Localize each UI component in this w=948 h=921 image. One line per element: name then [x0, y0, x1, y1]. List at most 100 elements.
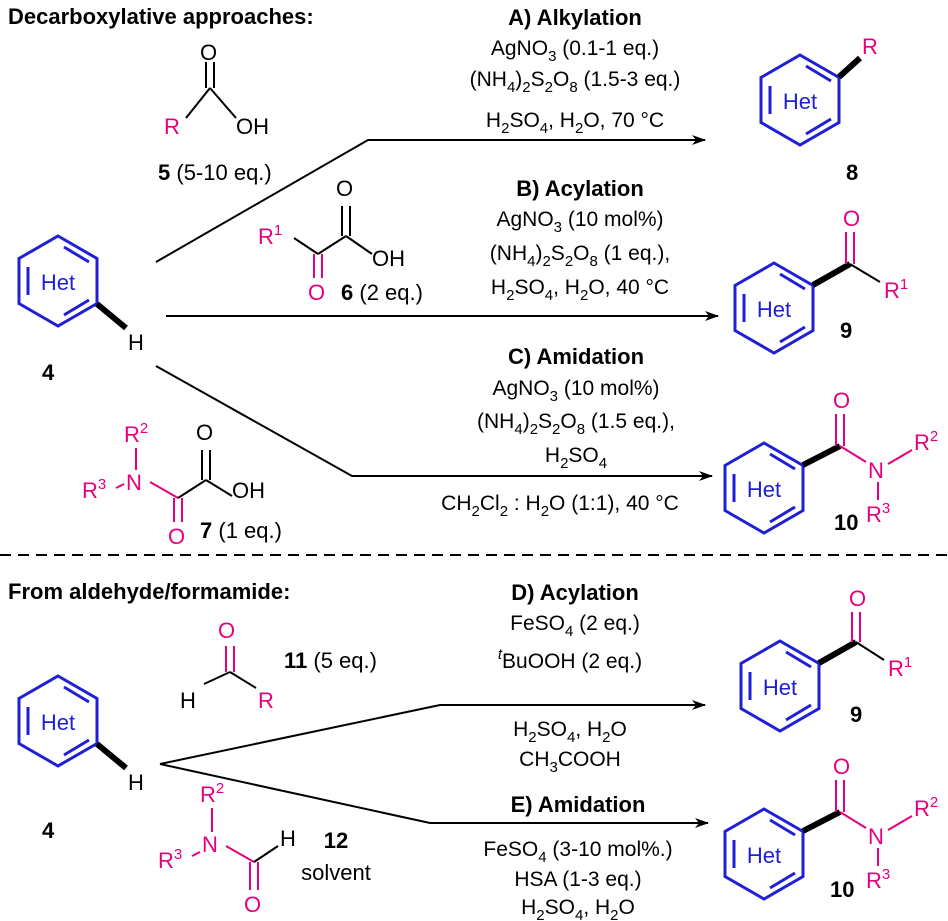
- r2-group-label: R2: [914, 794, 938, 821]
- reagent-acetic-acid: CH3COOH: [519, 748, 621, 776]
- reagent-feso4: FeSO4 (2 eq.): [510, 612, 640, 640]
- hydroxyl-label: OH: [372, 246, 405, 271]
- r3-group-label: R3: [866, 866, 890, 893]
- reagent-feso4: FeSO4 (3-10 mol%.): [483, 838, 672, 866]
- acid-oxygen-label: O: [336, 176, 353, 201]
- conditions-B: B) Acylation AgNO3 (10 mol%) (NH4)2S2O8 …: [490, 176, 670, 304]
- header-aldehyde-formamide: From aldehyde/formamide:: [8, 579, 290, 604]
- r3-group-label: R3: [158, 846, 182, 873]
- reaction-E-title: E) Amidation: [511, 792, 646, 817]
- r-group-label: R: [164, 114, 180, 139]
- arrow-alkylation: [155, 135, 706, 263]
- reagent-persulfate: (NH4)2S2O8 (1.5-3 eq.): [470, 68, 681, 96]
- reagent-solvent-temp: CH2Cl2 : H2O (1:1), 40 °C: [441, 492, 679, 520]
- conditions-A: A) Alkylation AgNO3 (0.1-1 eq.) (NH4)2S2…: [470, 5, 681, 137]
- compound-7-label: 7 (1 eq.): [200, 518, 282, 543]
- arrow-amidation-fe: [159, 763, 709, 828]
- het-label: Het: [41, 710, 75, 735]
- ketoacid-6: R1 O O OH: [258, 176, 405, 305]
- carbonyl-oxygen-label: O: [833, 388, 850, 413]
- keto-oxygen-label: O: [308, 280, 325, 305]
- reagent-persulfate: (NH4)2S2O8 (1 eq.),: [490, 242, 670, 270]
- aldehyde-oxygen-label: O: [218, 618, 235, 643]
- oxamic-acid-7: R2 N R3 O O OH: [82, 420, 265, 549]
- compound-12-label: 12: [324, 828, 348, 853]
- compound-9-label: 9: [850, 702, 862, 727]
- r1-group-label: R1: [258, 222, 282, 249]
- nitrogen-label: N: [202, 832, 218, 857]
- conditions-C: C) Amidation AgNO3 (10 mol%) (NH4)2S2O8 …: [441, 344, 679, 520]
- reaction-A-title: A) Alkylation: [508, 5, 642, 30]
- conditions-E: E) Amidation FeSO4 (3-10 mol%.) HSA (1-3…: [483, 792, 672, 921]
- ch-wedge-bond: [95, 301, 128, 331]
- aldehyde-11: O H R: [180, 618, 274, 713]
- carbonyl-oxygen-label: O: [833, 754, 850, 779]
- compound-10-label: 10: [830, 877, 854, 902]
- het-label: Het: [783, 89, 817, 114]
- product-9-bottom: Het O R1: [739, 586, 912, 733]
- product-8: Het R: [759, 34, 878, 147]
- oxygen-label: O: [200, 40, 217, 65]
- r-group-label: R: [862, 34, 878, 59]
- reagent-agno3: AgNO3 (0.1-1 eq.): [491, 37, 659, 65]
- arrow-amidation: [155, 365, 713, 481]
- reagent-acid: H2SO4, H2O: [513, 718, 627, 746]
- heteroarene-4-bottom: Het H: [17, 674, 144, 795]
- compound-12-note: solvent: [301, 860, 371, 885]
- arrow-acylation-fe: [159, 700, 706, 765]
- reagent-acid-temp: H2SO4, H2O, 40 °C: [491, 276, 669, 304]
- reagent-acid-temp: H2SO4, H2O, 70 °C: [486, 109, 664, 137]
- amide-oxygen-label: O: [168, 524, 185, 549]
- compound-4-label: 4: [42, 360, 55, 385]
- r3-group-label: R3: [866, 500, 890, 527]
- r2-group-label: R2: [200, 780, 224, 807]
- het-label: Het: [747, 843, 781, 868]
- nitrogen-label: N: [868, 824, 884, 849]
- compound-9-label: 9: [840, 318, 852, 343]
- hydroxyl-label: OH: [236, 114, 269, 139]
- reaction-B-title: B) Acylation: [516, 176, 644, 201]
- r1-group-label: R1: [884, 276, 908, 303]
- r2-group-label: R2: [914, 428, 938, 455]
- hydrogen-label: H: [128, 330, 144, 355]
- het-label: Het: [41, 270, 75, 295]
- reagent-acid: H2SO4, H2O: [521, 896, 635, 921]
- compound-10-label: 10: [834, 510, 858, 535]
- product-10-top: Het O N R2 R3: [723, 388, 938, 535]
- conditions-D: D) Acylation FeSO4 (2 eq.) tBuOOH (2 eq.…: [498, 580, 642, 776]
- formyl-oxygen-label: O: [244, 892, 261, 917]
- carbonyl-oxygen-label: O: [843, 206, 860, 231]
- het-label: Het: [747, 477, 781, 502]
- r-group-label: R: [258, 688, 274, 713]
- reagent-tbhp: tBuOOH (2 eq.): [498, 646, 642, 673]
- compound-11-label: 11 (5 eq.): [284, 648, 377, 673]
- r3-group-label: R3: [82, 476, 106, 503]
- hydroxyl-label: OH: [232, 478, 265, 503]
- carboxylic-acid-5: O OH R: [164, 40, 269, 139]
- compound-6-label: 6 (2 eq.): [341, 280, 423, 305]
- reagent-sulfuric-acid: H2SO4: [545, 444, 607, 472]
- ch-wedge-bond: [95, 741, 128, 771]
- reaction-C-title: C) Amidation: [508, 344, 644, 369]
- product-9-top: Het O R1: [733, 206, 908, 355]
- header-decarboxylative: Decarboxylative approaches:: [8, 4, 314, 29]
- compound-8-label: 8: [846, 160, 858, 185]
- reagent-persulfate: (NH4)2S2O8 (1.5 eq.),: [477, 410, 675, 438]
- aldehyde-hydrogen-label: H: [180, 688, 196, 713]
- compound-4-label: 4: [42, 818, 55, 843]
- reaction-D-title: D) Acylation: [511, 580, 639, 605]
- formyl-hydrogen-label: H: [280, 826, 296, 851]
- hydrogen-label: H: [128, 770, 144, 795]
- product-10-bottom: Het O N R2 R3: [723, 754, 938, 901]
- compound-5-label: 5 (5-10 eq.): [158, 160, 272, 185]
- reagent-agno3: AgNO3 (10 mol%): [496, 208, 663, 236]
- r2-group-label: R2: [124, 420, 148, 447]
- r1-group-label: R1: [888, 654, 912, 681]
- formamide-12: R2 N R3 O H: [158, 780, 296, 917]
- acid-oxygen-label: O: [196, 420, 213, 445]
- heteroarene-4-top: Het H: [17, 234, 144, 355]
- nitrogen-label: N: [126, 470, 142, 495]
- nitrogen-label: N: [868, 458, 884, 483]
